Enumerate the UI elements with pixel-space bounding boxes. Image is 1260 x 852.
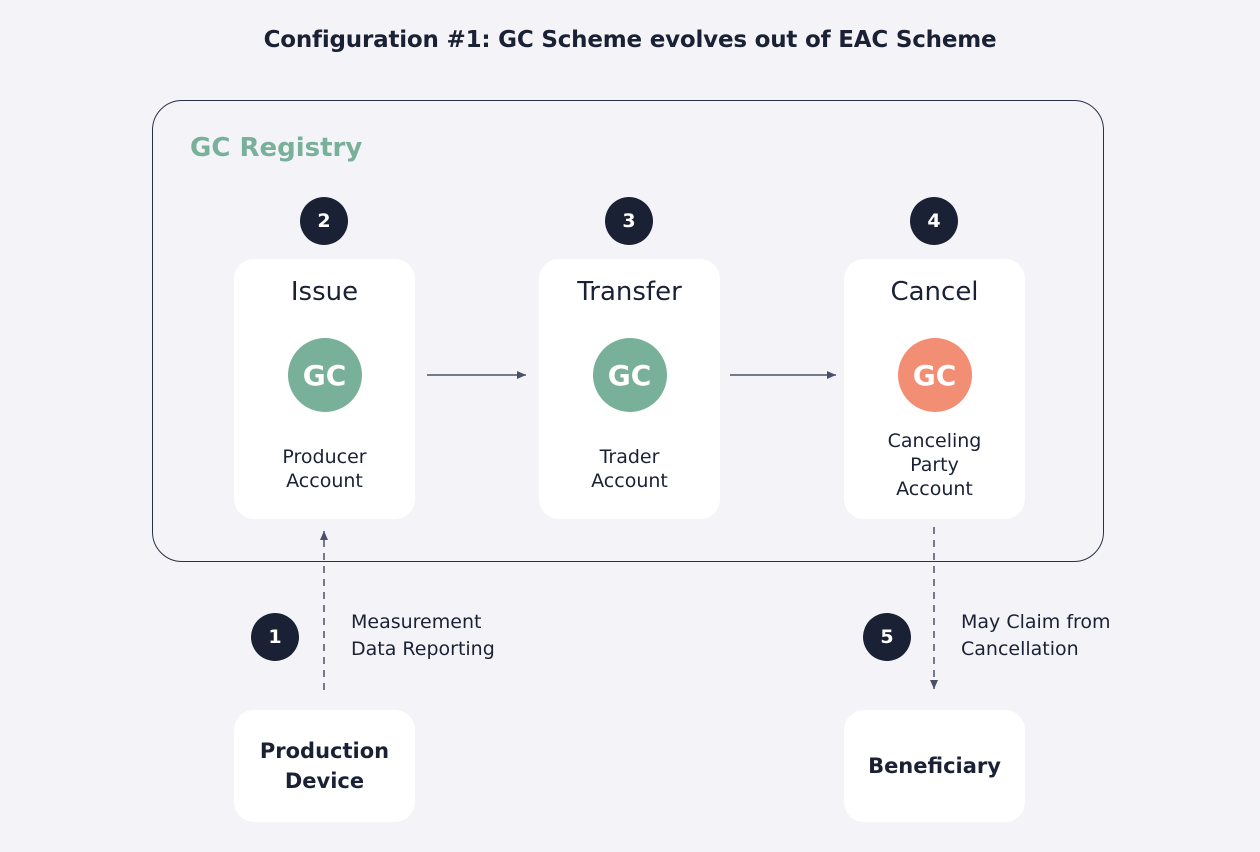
step-badge-2: 2 — [300, 197, 348, 245]
producer-account-label: Producer Account — [282, 446, 367, 492]
canceling-party-account-label: Canceling Party Account — [887, 430, 982, 500]
cancel-card: Cancel GC Canceling Party Account — [844, 259, 1025, 519]
step-badge-1: 1 — [251, 613, 299, 661]
trader-account-label: Trader Account — [591, 446, 668, 492]
step-badge-3: 3 — [605, 197, 653, 245]
production-device-label: Production Device — [259, 739, 390, 793]
may-claim-label: May Claim from Cancellation — [961, 611, 1111, 660]
gc-token-icon: GC — [897, 338, 972, 412]
production-device-card: Production Device — [234, 710, 415, 822]
step-badge-4: 4 — [910, 197, 958, 245]
cancel-title: Cancel — [890, 277, 979, 307]
beneficiary-card: Beneficiary — [844, 710, 1025, 822]
measurement-data-reporting-label: Measurement Data Reporting — [351, 611, 495, 660]
gc-token-icon: GC — [592, 338, 667, 412]
transfer-title: Transfer — [577, 277, 682, 307]
gc-token-icon: GC — [287, 338, 362, 412]
gc-registry-label: GC Registry — [190, 133, 363, 163]
transfer-card: Transfer GC Trader Account — [539, 259, 720, 519]
diagram-title: Configuration #1: GC Scheme evolves out … — [263, 27, 997, 53]
step-badge-5: 5 — [863, 613, 911, 661]
gc-registry-frame — [152, 100, 1104, 562]
issue-card: Issue GC Producer Account — [234, 259, 415, 519]
issue-title: Issue — [290, 277, 359, 307]
beneficiary-label: Beneficiary — [868, 754, 1001, 778]
